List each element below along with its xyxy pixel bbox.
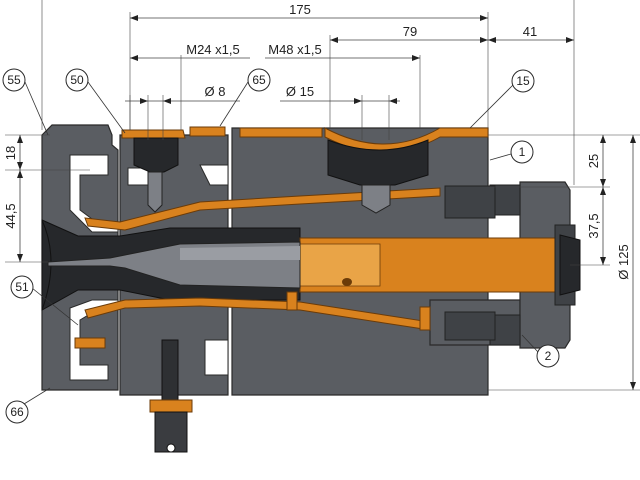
dim-left-height-mid: 44,5 bbox=[3, 203, 18, 228]
dim-right-offset: 41 bbox=[523, 24, 537, 39]
dim-thread-small: M24 x1,5 bbox=[186, 42, 239, 57]
dim-bore-large: Ø 15 bbox=[286, 84, 314, 99]
callout-55 bbox=[2, 68, 26, 92]
callout-50-label: 50 bbox=[70, 73, 84, 87]
copper-parts bbox=[74, 126, 561, 349]
dimension-lines bbox=[5, 0, 640, 391]
callout-15-label: 15 bbox=[516, 74, 530, 88]
needle bbox=[47, 241, 352, 289]
dim-right-height-top: 25 bbox=[586, 154, 601, 168]
dim-right-length: 79 bbox=[403, 24, 417, 39]
dim-outer-diameter: Ø 125 bbox=[616, 244, 631, 279]
dim-bore-small: Ø 8 bbox=[205, 84, 226, 99]
callout-66 bbox=[5, 400, 29, 424]
bottom-plug bbox=[149, 339, 193, 453]
dimension-labels: 175 79 41 M24 x1,5 M48 x1,5 Ø 8 Ø 15 18 … bbox=[3, 2, 631, 280]
callout-51-label: 51 bbox=[15, 280, 29, 294]
callout-65 bbox=[247, 68, 271, 92]
dim-left-height-top: 18 bbox=[3, 146, 18, 160]
callout-51 bbox=[10, 275, 34, 299]
dim-right-height-mid: 37,5 bbox=[586, 213, 601, 238]
callout-1-label: 1 bbox=[519, 145, 526, 159]
callout-65-label: 65 bbox=[252, 73, 266, 87]
ports bbox=[133, 137, 429, 214]
callout-15 bbox=[511, 69, 535, 93]
callout-55-label: 55 bbox=[7, 73, 21, 87]
dim-overall-length: 175 bbox=[289, 2, 311, 17]
callout-1 bbox=[510, 140, 534, 164]
callout-50 bbox=[65, 68, 89, 92]
end-cap bbox=[554, 224, 581, 306]
callouts: 55 50 65 15 1 51 2 66 bbox=[2, 68, 560, 424]
callout-66-label: 66 bbox=[10, 405, 24, 419]
callout-2 bbox=[536, 344, 560, 368]
callout-2-label: 2 bbox=[545, 349, 552, 363]
dim-thread-large: M48 x1,5 bbox=[268, 42, 321, 57]
